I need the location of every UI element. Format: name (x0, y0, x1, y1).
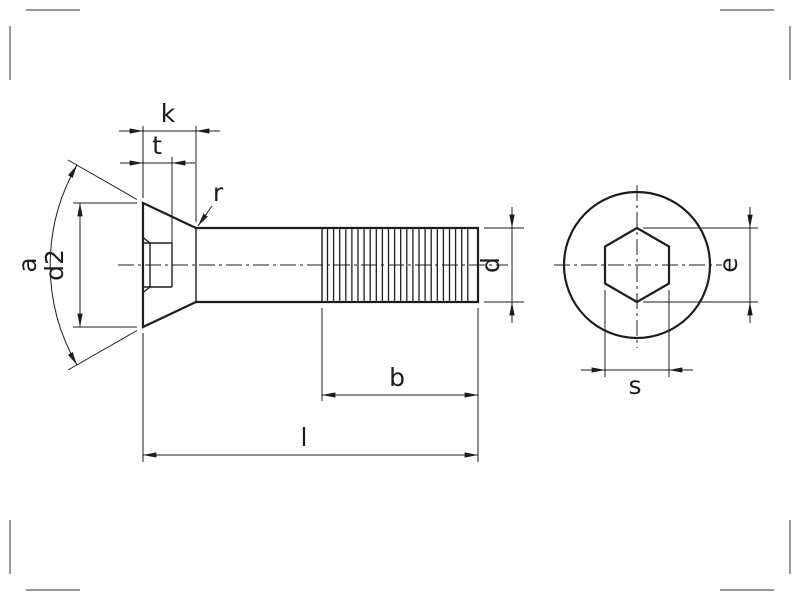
dim-a-extension-bottom (67, 330, 138, 371)
dim-k: k (119, 99, 220, 222)
thread-lines (326, 229, 469, 301)
dim-r-leader (197, 205, 213, 227)
screw-head-outline (141, 201, 198, 329)
dim-r: r (197, 178, 224, 227)
side-view: k t r a d2 (13, 99, 524, 462)
socket-chamfer-top (142, 236, 151, 244)
dim-label-under-head-radius: r (213, 178, 224, 207)
dim-label-head-height: k (161, 99, 176, 128)
screw-body-outline (194, 226, 480, 304)
dim-s: s (581, 290, 693, 400)
dim-k-extension-lines (142, 126, 197, 222)
dim-label-across-flats: s (628, 371, 641, 400)
head-circle (562, 190, 712, 340)
dim-label-head-angle: a (13, 257, 42, 272)
frame-corner-bottom-right (720, 520, 791, 591)
frame-corner-marks (9, 9, 791, 591)
dim-a: a (13, 159, 138, 371)
frame-corner-bottom-left (9, 520, 80, 591)
end-view: e s (554, 185, 758, 400)
dim-d2: d2 (40, 202, 137, 328)
dim-a-extension-top (67, 159, 138, 200)
dim-label-corner-width: e (714, 257, 743, 272)
socket-chamfer-bottom (142, 286, 151, 294)
frame-corner-top-right (720, 9, 791, 80)
dim-t: t (120, 131, 195, 243)
dim-label-thread-length: b (389, 363, 405, 392)
dim-label-total-length: l (301, 423, 308, 452)
dim-d-extension-lines (484, 227, 524, 303)
dim-l: l (142, 308, 479, 462)
dim-d: d (476, 207, 524, 323)
dim-label-thread-diameter: d (476, 257, 505, 273)
dim-label-head-diameter: d2 (40, 249, 69, 281)
dim-e-extension-lines (643, 227, 758, 303)
frame-corner-top-left (9, 9, 80, 80)
dim-s-extension-lines (604, 290, 670, 377)
dim-a-arc (49, 164, 78, 366)
socket-profile (142, 236, 173, 294)
hex-socket-outline (603, 226, 671, 304)
dim-e: e (643, 207, 758, 323)
dim-label-socket-depth: t (152, 131, 162, 160)
dim-d2-extension-lines (73, 202, 137, 328)
dim-b: b (321, 308, 478, 401)
